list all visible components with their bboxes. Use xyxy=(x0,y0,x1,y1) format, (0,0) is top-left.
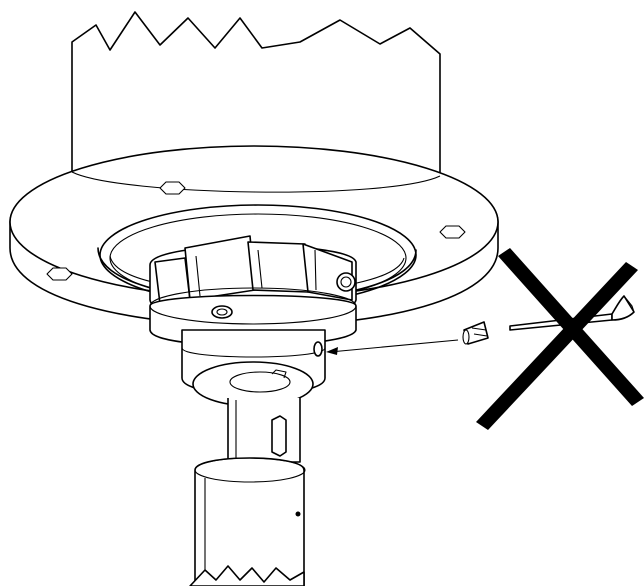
lower-shaft-broken xyxy=(189,398,306,586)
mounting-flange xyxy=(9,145,499,327)
upper-housing-broken xyxy=(71,11,441,177)
pointer-arrow xyxy=(326,339,459,355)
coupling-hub xyxy=(149,235,357,407)
bolt-slot xyxy=(159,181,186,195)
bolt-slot xyxy=(46,267,73,281)
bolt-slot xyxy=(439,225,466,239)
set-screw xyxy=(462,321,489,345)
x-cross-icon xyxy=(476,248,644,430)
